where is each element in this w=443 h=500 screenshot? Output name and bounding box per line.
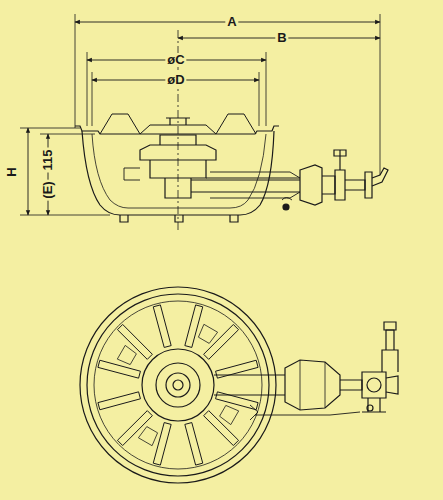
dimension-value: 115 xyxy=(41,148,55,173)
burner-top-view xyxy=(80,287,398,483)
diameter-d: øD xyxy=(165,73,186,87)
dimension-a: A xyxy=(225,15,238,29)
diameter-c: øC xyxy=(165,53,186,67)
dimension-e: (E) xyxy=(41,179,55,200)
dimension-b: B xyxy=(275,31,288,45)
extension-lines xyxy=(20,14,380,230)
burner-side-view xyxy=(75,114,388,222)
dimension-lines xyxy=(28,22,380,215)
dimension-h: H xyxy=(5,165,19,178)
